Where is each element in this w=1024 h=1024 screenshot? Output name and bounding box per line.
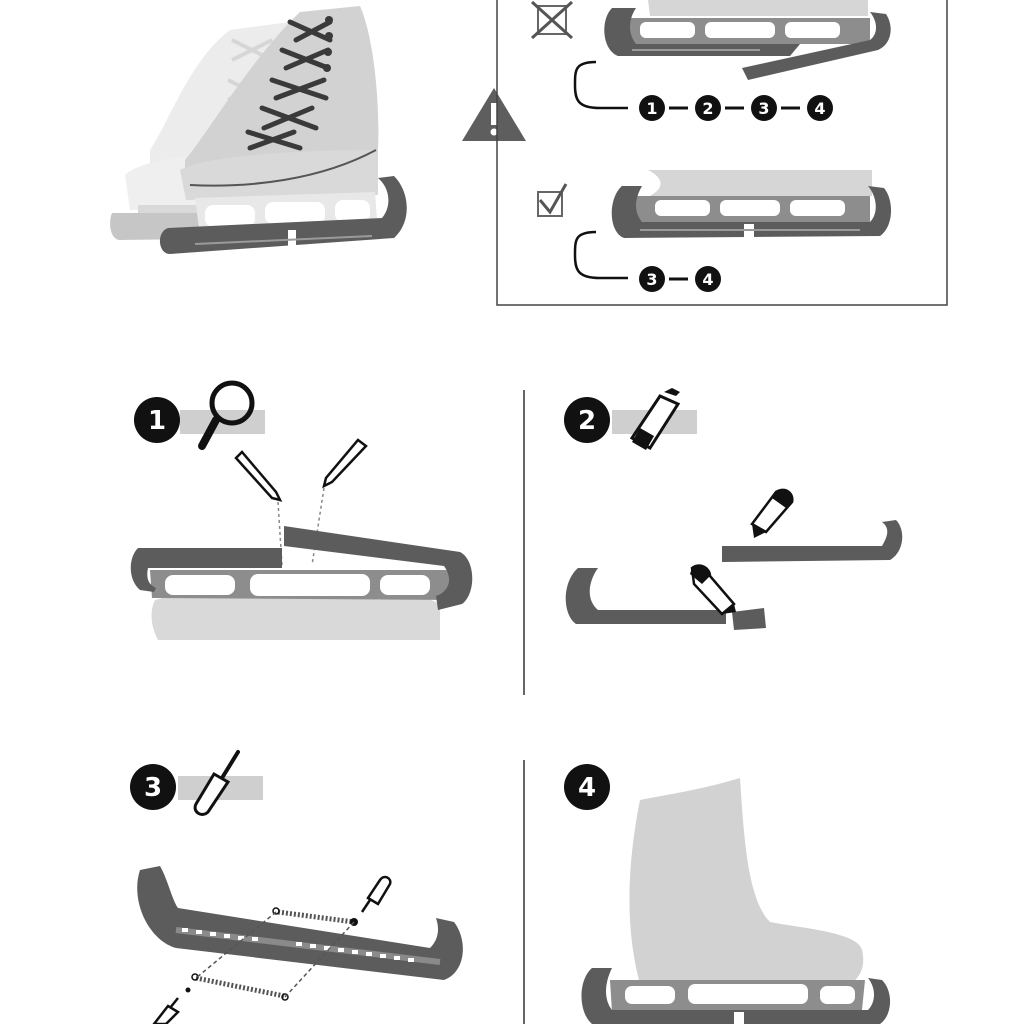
svg-text:4: 4: [814, 99, 825, 118]
sequence-bracket: [573, 230, 628, 280]
pencil-icon: [322, 438, 368, 489]
warning-icon: [462, 88, 526, 141]
step-1-badge: 1: [134, 397, 180, 443]
sequence-step-3: 3: [639, 266, 665, 292]
right-sequence: 3 4: [639, 266, 721, 292]
wrong-sequence: 1 2 3 4: [639, 95, 833, 121]
svg-text:1: 1: [148, 406, 166, 436]
guard-slots: [182, 928, 414, 962]
skates-pair-illustration: [110, 6, 407, 254]
utility-knife-icon: [690, 564, 736, 616]
wrong-checkbox-icon: [530, 0, 574, 40]
warning-box: 1 2 3 4 3 4: [496, 0, 948, 306]
sequence-step-3: 3: [751, 95, 777, 121]
svg-text:4: 4: [702, 270, 713, 289]
utility-knife-icon: [629, 388, 681, 450]
step-1-panel: 1: [130, 380, 473, 640]
screwdriver-icon: [193, 750, 240, 816]
skate-boot: [629, 778, 864, 984]
step-4-badge: 4: [564, 764, 610, 810]
sequence-step-2: 2: [695, 95, 721, 121]
sequence-step-1: 1: [639, 95, 665, 121]
screwdriver-icon: [152, 987, 191, 1024]
svg-text:2: 2: [702, 99, 713, 118]
step-3-badge: 3: [130, 764, 176, 810]
svg-text:4: 4: [578, 773, 596, 803]
svg-text:3: 3: [144, 773, 162, 803]
sequence-bracket: [573, 60, 628, 110]
step-2-badge: 2: [564, 397, 610, 443]
wrong-fit-illustration: [604, 0, 891, 80]
step-3-panel: 3: [130, 750, 463, 1024]
svg-text:3: 3: [646, 270, 657, 289]
right-checkbox-icon: [537, 183, 568, 217]
screwdriver-icon: [360, 875, 392, 913]
spring-icon: [272, 907, 358, 926]
sequence-step-4: 4: [807, 95, 833, 121]
sequence-step-4: 4: [695, 266, 721, 292]
utility-knife-icon: [750, 488, 794, 538]
svg-text:2: 2: [578, 406, 596, 436]
step-4-panel: 4: [564, 764, 891, 1024]
skate-guard: [581, 968, 891, 1024]
pencil-icon: [234, 450, 283, 502]
step-2-panel: 2: [564, 388, 903, 630]
svg-text:1: 1: [646, 99, 657, 118]
magnifier-icon: [198, 380, 255, 450]
svg-text:3: 3: [758, 99, 769, 118]
spring-icon: [191, 973, 289, 1001]
right-fit-illustration: [611, 170, 892, 240]
